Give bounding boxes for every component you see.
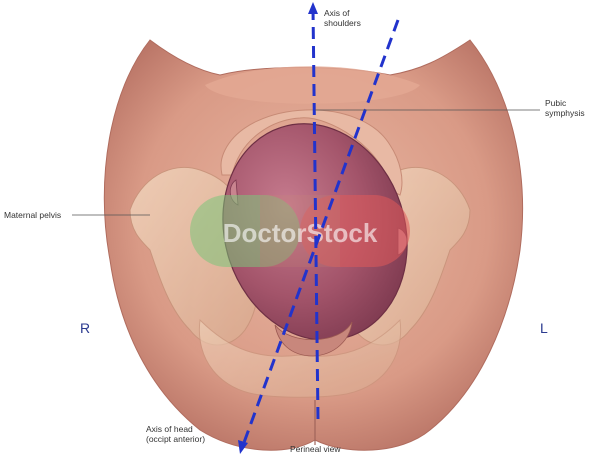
label-perineal-view: Perineal view <box>290 444 341 454</box>
label-pubic-symphysis: Pubic symphysis <box>545 98 585 118</box>
label-maternal-pelvis: Maternal pelvis <box>4 210 62 220</box>
perineum <box>274 321 353 357</box>
side-marker-right: R <box>80 320 91 336</box>
side-marker-left: L <box>540 320 548 336</box>
label-axis-head: Axis of head (occipt anterior) <box>146 424 206 444</box>
axis-head-arrow <box>238 440 248 454</box>
label-axis-shoulders: Axis of shoulders <box>324 8 361 28</box>
axis-shoulders-line <box>311 7 320 421</box>
pelvis-lower <box>198 318 402 398</box>
watermark <box>190 195 410 267</box>
axis-shoulders-arrow <box>308 2 318 14</box>
watermark-text: DoctorStock <box>223 218 378 248</box>
